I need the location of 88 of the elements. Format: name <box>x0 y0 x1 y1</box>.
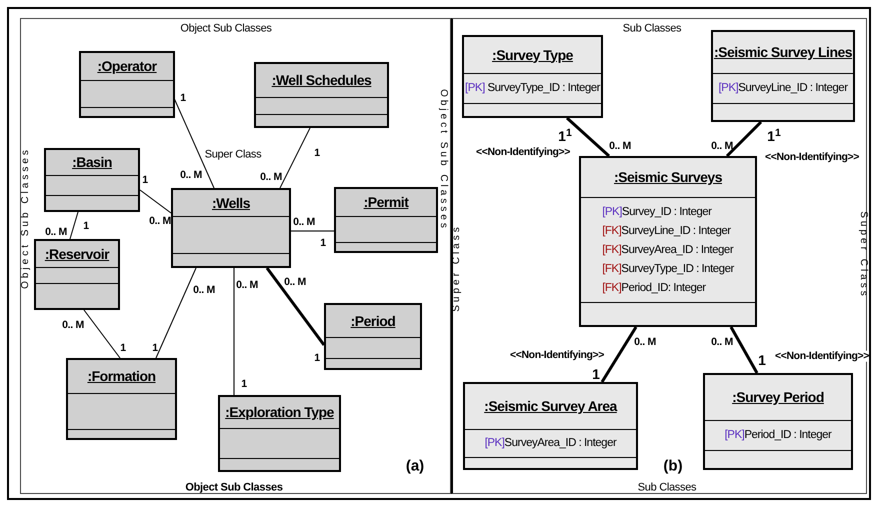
class-box <box>703 373 853 470</box>
association-line <box>280 128 310 188</box>
multiplicity-label: 1 <box>314 148 320 158</box>
multiplicity-label: 0.. M <box>284 276 306 288</box>
class-box <box>34 239 120 310</box>
multiplicity-label: 0.. M <box>236 280 258 290</box>
class-name: :Formation <box>87 367 156 386</box>
class-box <box>218 395 341 472</box>
multiplicity-label: 0.. M <box>193 284 215 296</box>
class-name: :Seismic Survey Area <box>484 397 617 416</box>
edge-label: <<Non-Identifying>> <box>510 350 604 360</box>
multiplicity-label: 1$^{1}$ <box>558 129 572 143</box>
multiplicity-label: 0.. M <box>180 170 202 180</box>
class-name: :Exploration Type <box>225 403 334 422</box>
class-name: :Period <box>350 312 396 330</box>
edge-label: <<Non-Identifying>> <box>765 152 859 162</box>
class-name: :Seismic Surveys <box>614 168 722 187</box>
association-line <box>730 326 758 374</box>
multiplicity-label: 0.. M <box>711 336 733 348</box>
multiplicity-label: 1 <box>120 342 126 354</box>
panel-label: (a) <box>406 458 424 474</box>
class-name: :Well Schedules <box>272 71 372 90</box>
multiplicity-label: 1 <box>241 378 247 390</box>
attribute-text: [FK]SurveyLine_ID : Integer <box>602 224 732 238</box>
association-line <box>140 190 172 214</box>
attribute-text: [FK]SurveyType_ID : Integer <box>602 262 734 276</box>
class-name: :Reservoir <box>44 244 110 264</box>
multiplicity-label: 1 <box>83 220 89 232</box>
section-label: Sub Classes <box>638 482 696 494</box>
association-line <box>600 326 638 383</box>
multiplicity-label: 1 <box>152 342 158 354</box>
section-label: Super Class <box>204 150 262 160</box>
multiplicity-label: 1$^{1}$ <box>767 129 781 143</box>
class-box <box>463 382 638 470</box>
association-line <box>84 310 120 358</box>
section-label: Sub Classes <box>622 24 682 34</box>
class-box <box>579 156 757 327</box>
association-line <box>726 120 762 158</box>
association-line <box>266 267 326 346</box>
association-line <box>566 116 610 158</box>
multiplicity-label: 1 <box>758 353 766 367</box>
multiplicity-label: 0.. M <box>609 140 631 152</box>
class-box <box>79 51 175 118</box>
multiplicity-label: 0.. M <box>293 216 315 228</box>
class-box <box>462 35 603 118</box>
attribute-text: [PK] SurveyType_ID : Integer <box>465 81 600 96</box>
class-name: :Seismic Survey Lines <box>714 43 852 62</box>
attribute-text: [PK]SurveyArea_ID : Integer <box>484 436 616 451</box>
section-label: Object Sub Classes <box>438 89 448 231</box>
association-line <box>70 212 78 240</box>
association-line <box>290 230 334 232</box>
attribute-text: [FK]Period_ID: Integer <box>602 280 707 296</box>
multiplicity-label: 1 <box>142 174 148 186</box>
section-label: Object Sub Classes <box>21 147 31 289</box>
multiplicity-label: 0.. M <box>711 140 733 152</box>
class-name: :Basin <box>72 153 112 172</box>
section-label: Super Class <box>858 211 868 299</box>
association-line <box>156 268 196 358</box>
class-name: :Survey Type <box>492 46 573 65</box>
multiplicity-label: 1 <box>320 238 326 248</box>
multiplicity-label: 0.. M <box>260 172 282 182</box>
class-box <box>711 30 855 122</box>
class-name: :Survey Period <box>732 388 824 407</box>
class-box <box>254 62 389 128</box>
attribute-text: [PK]SurveyLine_ID : Integer <box>718 81 848 96</box>
multiplicity-label: 0.. M <box>149 216 171 226</box>
section-label: Object Sub Classes <box>180 24 272 34</box>
class-name: :Wells <box>212 194 250 212</box>
multiplicity-label: 0.. M <box>45 226 67 238</box>
section-label: Object Sub Classes <box>185 482 283 494</box>
attribute-text: [FK]SurveyArea_ID : Integer <box>602 242 734 258</box>
class-box <box>66 358 177 440</box>
class-box <box>44 148 140 212</box>
class-name: :Operator <box>97 57 157 76</box>
attribute-text: [PK]Period_ID : Integer <box>724 428 832 443</box>
multiplicity-label: 0.. M <box>634 336 656 348</box>
panel-label: (b) <box>663 458 683 474</box>
multiplicity-label: 1 <box>314 352 320 364</box>
class-box <box>334 187 438 253</box>
class-name: :Permit <box>364 193 408 212</box>
edge-label: <<Non-Identifying>> <box>476 146 570 158</box>
edge-label: <<Non-Identifying>> <box>775 350 869 362</box>
attribute-text: [PK]Survey_ID : Integer <box>602 204 713 220</box>
multiplicity-label: 1 <box>592 367 600 381</box>
multiplicity-label: 1 <box>180 92 186 104</box>
class-box <box>324 303 422 370</box>
class-box <box>171 188 291 268</box>
multiplicity-label: 0.. M <box>62 320 84 330</box>
